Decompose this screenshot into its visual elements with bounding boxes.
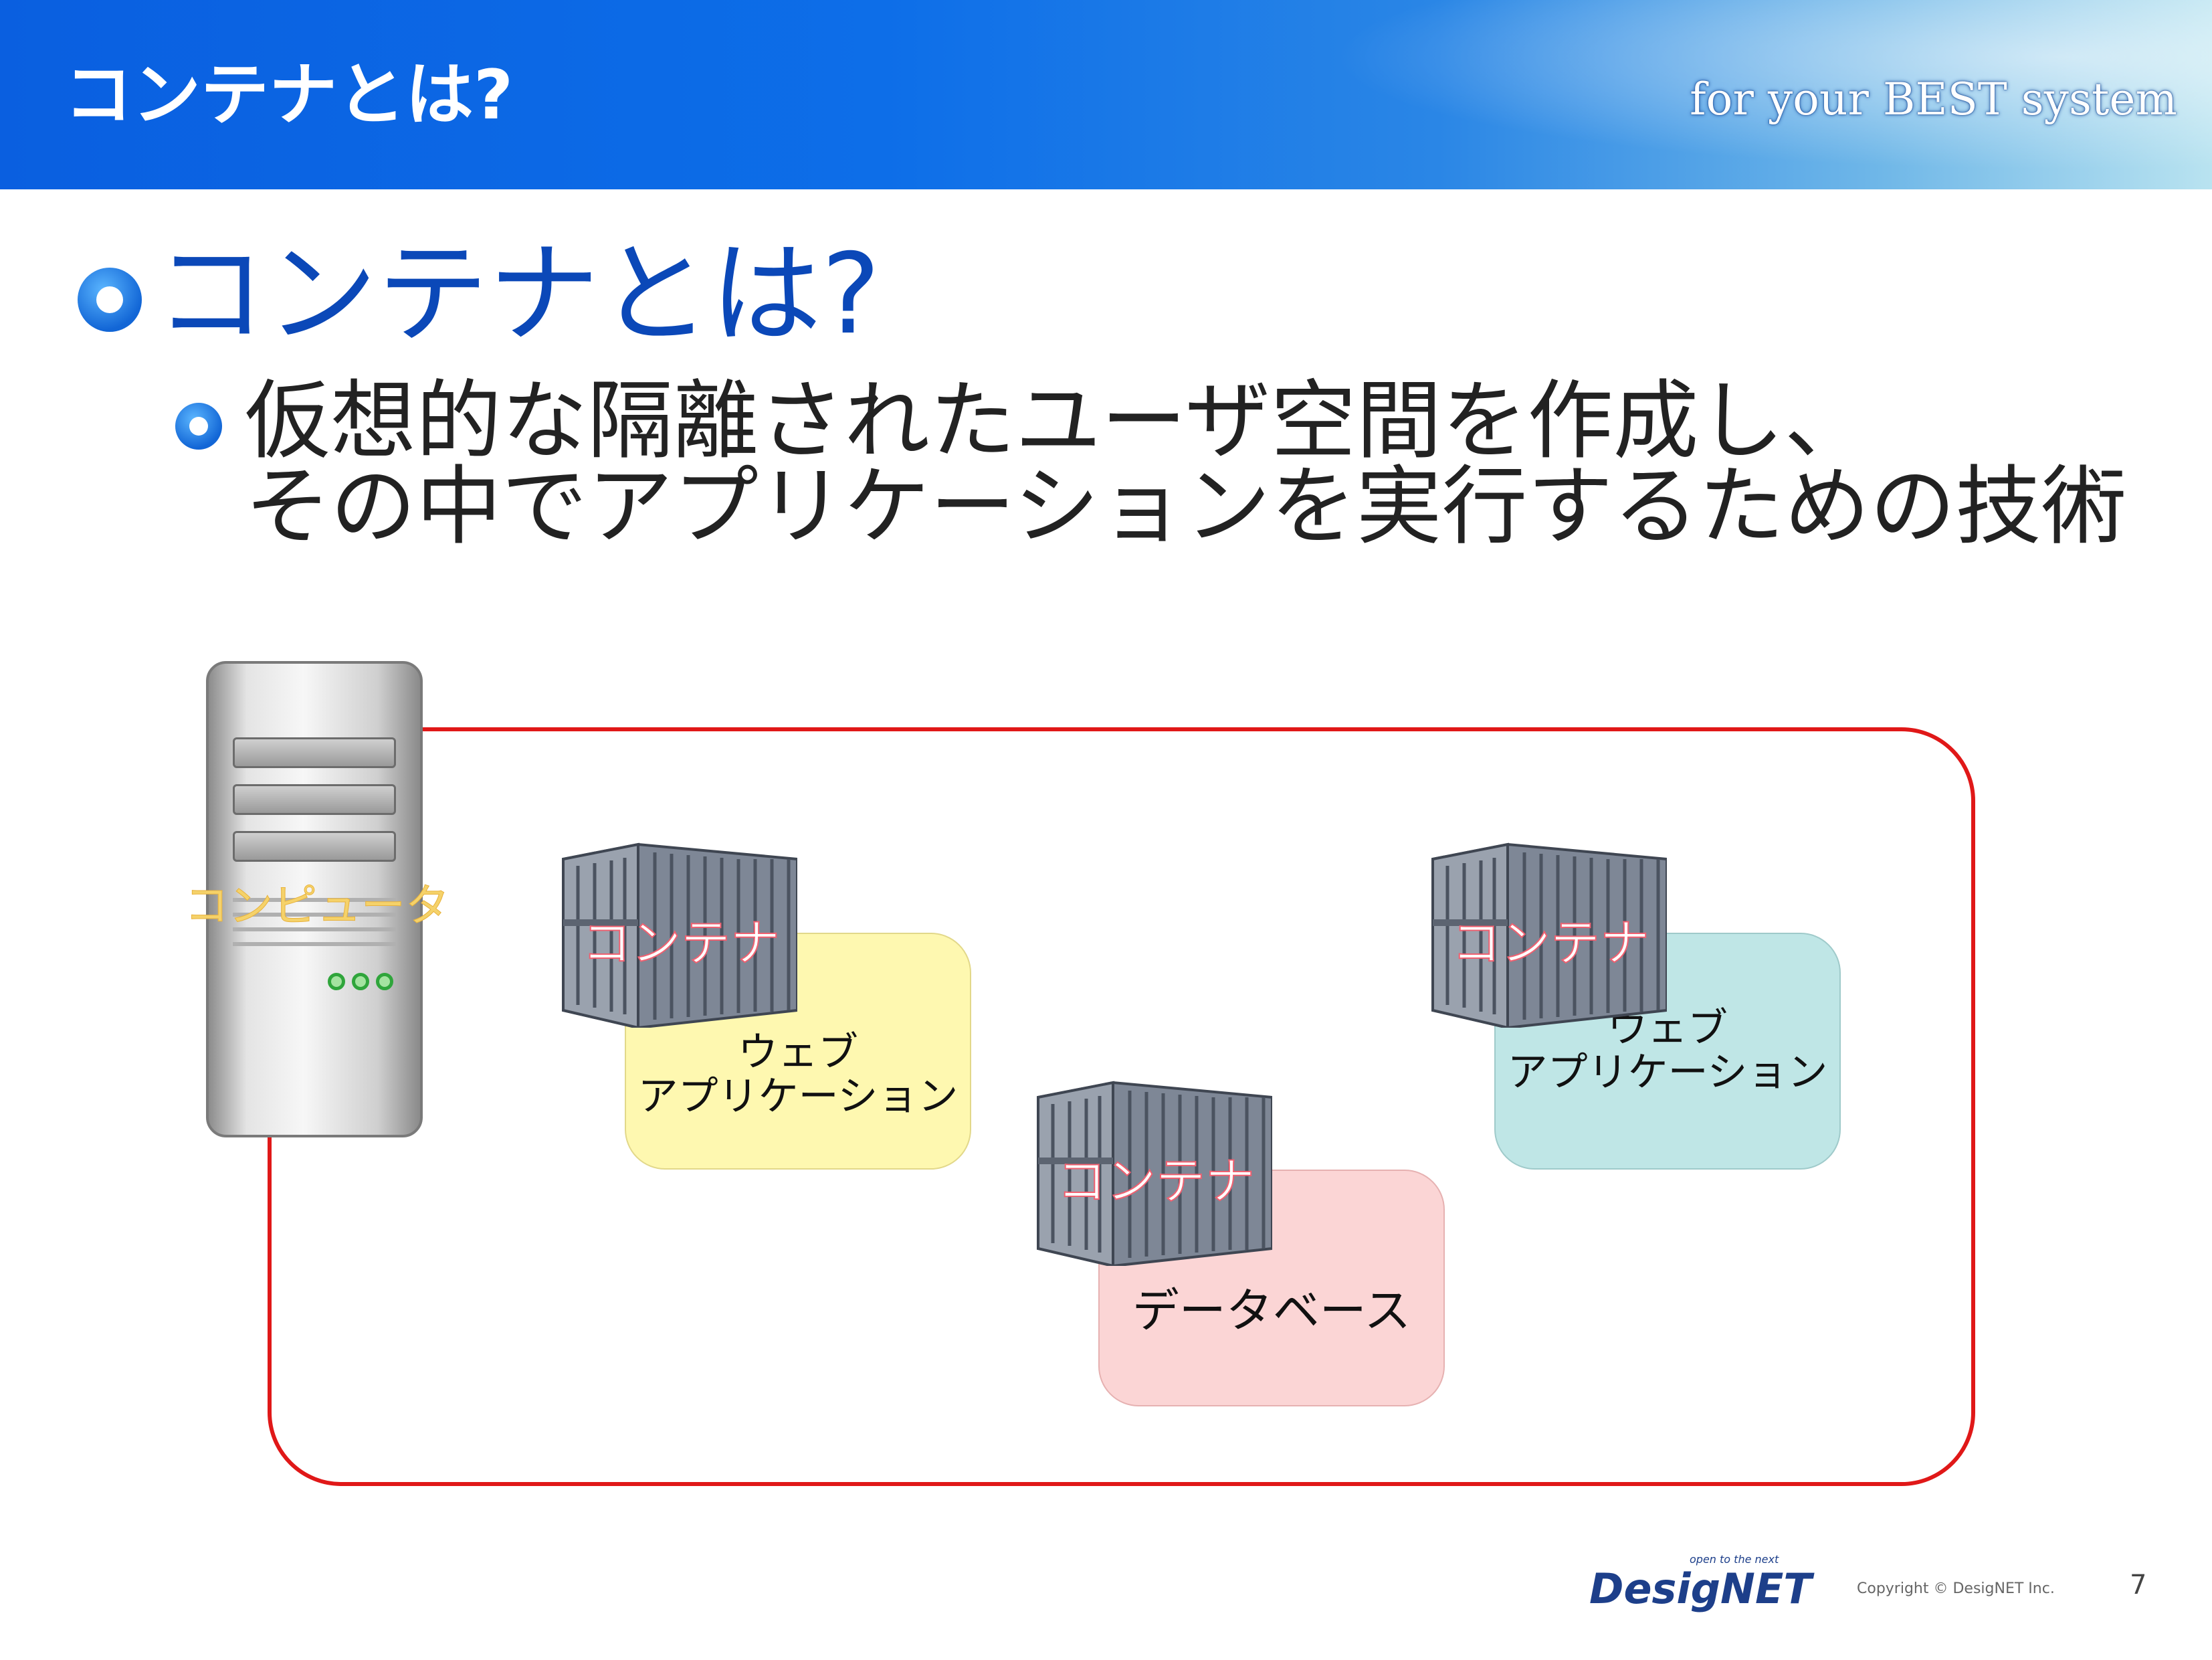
app-label-line: ウェブ: [738, 1029, 858, 1076]
container-label: コンテナ: [1056, 1152, 1255, 1211]
header-glow: [1209, 0, 2212, 189]
vent-line: [233, 913, 396, 917]
header-bar: コンテナとは? for your BEST system: [0, 0, 2212, 189]
svg-text:open to the next: open to the next: [1690, 1553, 1779, 1566]
app-label-line: アプリケーション: [637, 1073, 959, 1120]
server-icon: [206, 661, 423, 1137]
designet-logo: open to the next DesigNET: [1589, 1553, 1815, 1613]
page-number: 7: [2130, 1570, 2147, 1600]
status-led-icon: [376, 973, 393, 990]
svg-text:DesigNET: DesigNET: [1589, 1564, 1815, 1613]
container-icon: [1037, 1081, 1272, 1266]
slide-heading: コンテナとは?: [155, 230, 881, 359]
vent-line: [233, 942, 396, 946]
container-icon: [562, 842, 797, 1028]
status-led-icon: [352, 973, 369, 990]
header-tagline: for your BEST system: [1690, 74, 2177, 125]
drive-bay: [233, 737, 396, 768]
drive-bay: [233, 784, 396, 815]
server-label: コンピュータ: [185, 880, 450, 932]
body-bullet-icon: [175, 403, 222, 450]
status-led-icon: [328, 973, 345, 990]
container-label: コンテナ: [1451, 914, 1650, 973]
app-label-database: データベース: [1132, 1283, 1411, 1338]
app-label-web-2: ウェブ アプリケーション: [1494, 1006, 1841, 1095]
vent-line: [233, 898, 396, 902]
heading-bullet-icon: [78, 268, 142, 332]
body-line-1: 仮想的な隔離されたユーザ空間を作成し、: [245, 371, 1870, 471]
drive-bay: [233, 831, 396, 862]
body-line-2: その中でアプリケーションを実行するための技術: [245, 457, 2127, 557]
container-icon: [1431, 842, 1667, 1028]
copyright-text: Copyright © DesigNET Inc.: [1857, 1580, 2055, 1597]
app-label-web-1: ウェブ アプリケーション: [629, 1030, 967, 1119]
vent-line: [233, 927, 396, 931]
app-label-line: アプリケーション: [1507, 1049, 1828, 1096]
header-title: コンテナとは?: [64, 56, 514, 135]
container-label: コンテナ: [581, 914, 781, 973]
body-text: 仮想的な隔離されたユーザ空間を作成し、 その中でアプリケーションを実行するための…: [245, 379, 2126, 550]
